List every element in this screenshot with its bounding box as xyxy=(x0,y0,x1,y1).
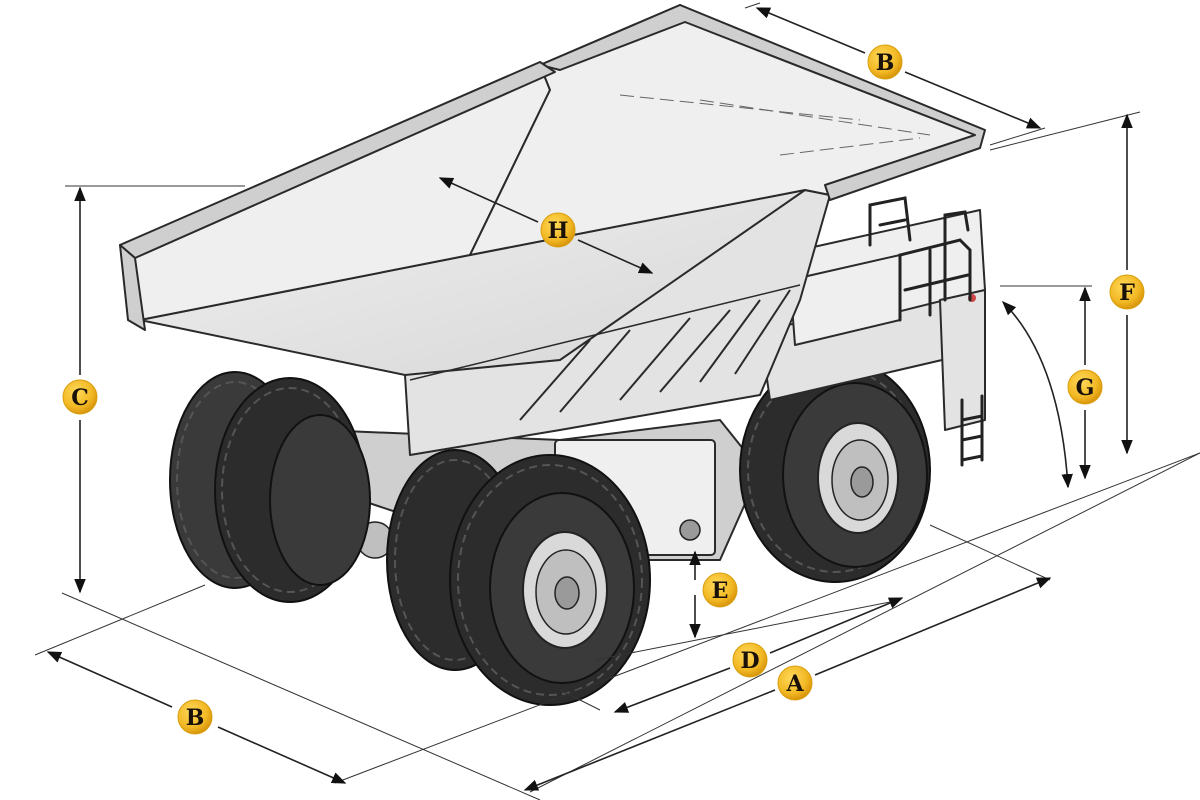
dimension-E: E xyxy=(689,550,738,639)
svg-text:F: F xyxy=(1119,280,1135,306)
dimension-B-top: B xyxy=(755,7,1042,129)
fuel-cap xyxy=(679,519,701,541)
dump-angle-arc xyxy=(1001,300,1073,489)
cab-deck xyxy=(759,104,986,467)
svg-text:H: H xyxy=(548,218,569,244)
svg-text:D: D xyxy=(740,648,759,674)
dump-body xyxy=(119,4,986,456)
badge-C: C xyxy=(62,379,98,415)
canopy-rim xyxy=(539,4,986,201)
badge-G: G xyxy=(1067,369,1103,405)
haul-truck xyxy=(119,4,986,706)
rear-tire-left xyxy=(169,371,371,603)
dimension-B-bottom: B xyxy=(46,651,347,784)
body-side-ribs xyxy=(409,284,801,421)
badge-B-top: B xyxy=(867,44,903,80)
deck-railing xyxy=(868,196,972,322)
front-tire xyxy=(739,357,931,583)
svg-text:E: E xyxy=(712,578,729,604)
badge-E: E xyxy=(702,572,738,608)
access-ladder xyxy=(960,394,984,467)
svg-text:B: B xyxy=(876,50,895,76)
badge-B-bottom: B xyxy=(177,699,213,735)
badge-D: D xyxy=(732,642,768,678)
dimension-G: G xyxy=(1001,286,1103,489)
dimension-A: A xyxy=(523,577,1052,791)
dimension-D: D xyxy=(613,597,904,713)
dimension-H: H xyxy=(438,177,654,274)
badge-H: H xyxy=(540,212,576,248)
svg-text:C: C xyxy=(71,385,89,411)
badge-F: F xyxy=(1109,274,1145,310)
dimension-annotations: A D E B xyxy=(34,2,1200,800)
rear-tire-right xyxy=(386,449,651,706)
svg-text:G: G xyxy=(1076,375,1095,401)
dimension-C: C xyxy=(62,186,98,594)
svg-text:A: A xyxy=(785,671,804,697)
badge-A: A xyxy=(777,665,813,701)
svg-text:B: B xyxy=(186,705,205,731)
dimension-F: F xyxy=(1109,113,1145,455)
